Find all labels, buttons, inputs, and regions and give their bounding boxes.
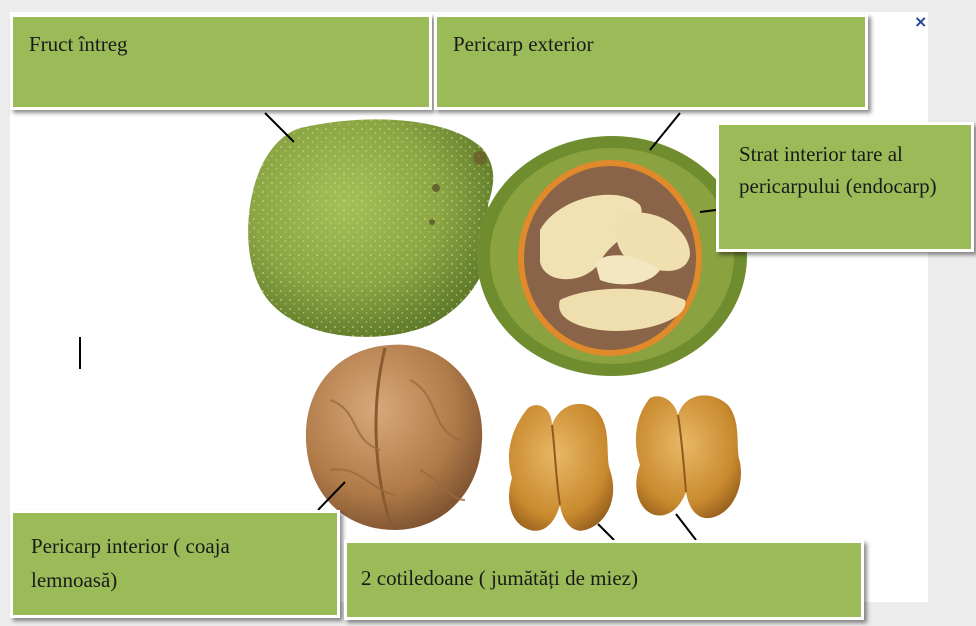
whole-fruit-drawing [248, 119, 493, 337]
leader-line-cotyledon-left [598, 524, 614, 540]
shell-drawing [306, 345, 482, 530]
leader-line-outer-pericarp [650, 113, 680, 150]
label-inner-pericarp: Pericarp interior ( coaja lemnoasă) [10, 510, 340, 618]
cotyledon-left-drawing [509, 404, 613, 531]
leader-line-whole-fruit [265, 113, 294, 142]
text-cursor [79, 337, 81, 369]
label-outer-pericarp: Pericarp exterior [434, 14, 868, 110]
label-endocarp: Strat interior tare al pericarpului (end… [716, 122, 974, 252]
label-whole-fruit: Fruct întreg [10, 14, 432, 110]
label-cotyledons: 2 cotiledoane ( jumătăți de miez) [344, 540, 864, 620]
leader-line-cotyledon-right [676, 514, 696, 540]
cotyledon-right-drawing [636, 395, 741, 518]
cut-fruit-drawing [477, 136, 747, 376]
close-icon[interactable]: × [914, 12, 927, 31]
